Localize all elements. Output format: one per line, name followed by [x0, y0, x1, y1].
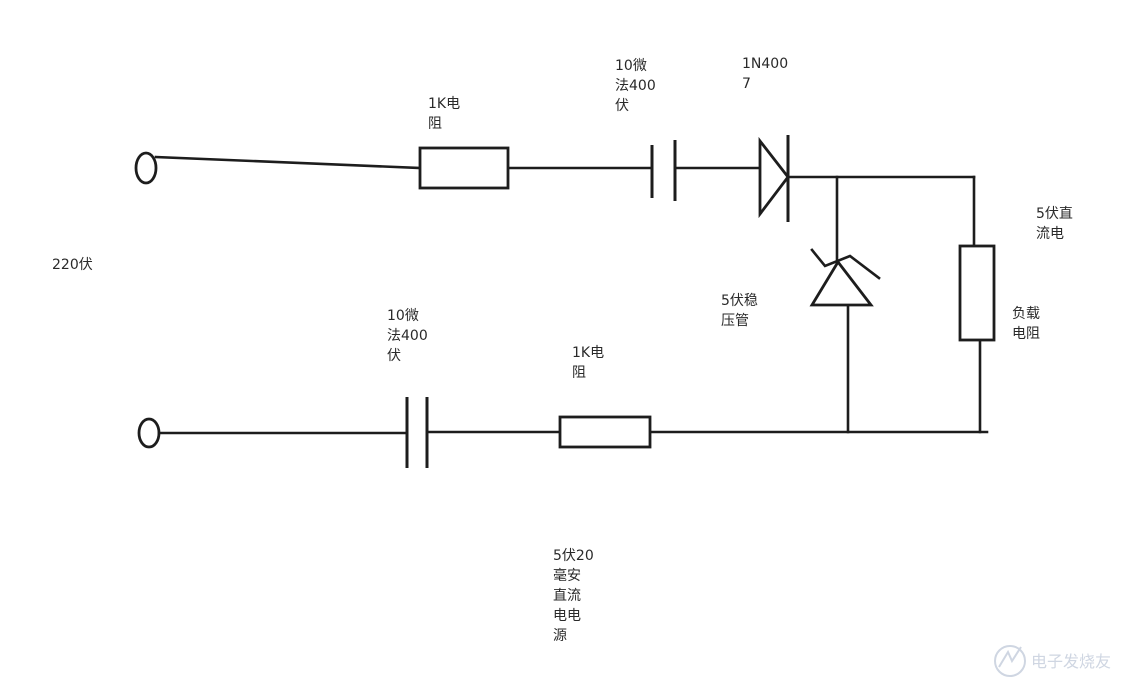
resistor-r2	[558, 415, 652, 449]
label-c2: 10微 法400 伏	[387, 308, 432, 364]
input-terminal-top	[134, 151, 158, 185]
load-resistor	[958, 244, 996, 342]
label-d1: 1N400 7	[742, 56, 793, 92]
resistor-r1	[418, 146, 510, 190]
label-r2: 1K电 阻	[572, 345, 609, 381]
input-terminal-bottom	[137, 417, 161, 449]
watermark: 电子发烧友	[994, 645, 1111, 677]
zener-diode	[809, 248, 881, 307]
watermark-text: 电子发烧友	[1031, 652, 1111, 671]
label-input-voltage: 220伏	[52, 257, 93, 273]
label-c1: 10微 法400 伏	[615, 58, 660, 114]
diagram-title: 5伏20 毫安 直流 电电 源	[553, 548, 598, 644]
label-zener: 5伏稳 压管	[721, 293, 762, 329]
label-output: 5伏直 流电	[1036, 205, 1077, 242]
capacitor-c1	[650, 140, 677, 201]
label-r1: 1K电 阻	[428, 96, 465, 132]
capacitor-c2	[405, 397, 429, 468]
diode-1n4007	[758, 135, 790, 222]
watermark-logo-icon	[994, 645, 1026, 677]
label-load: 负载 电阻	[1012, 306, 1044, 342]
wire-top-input	[154, 155, 422, 170]
